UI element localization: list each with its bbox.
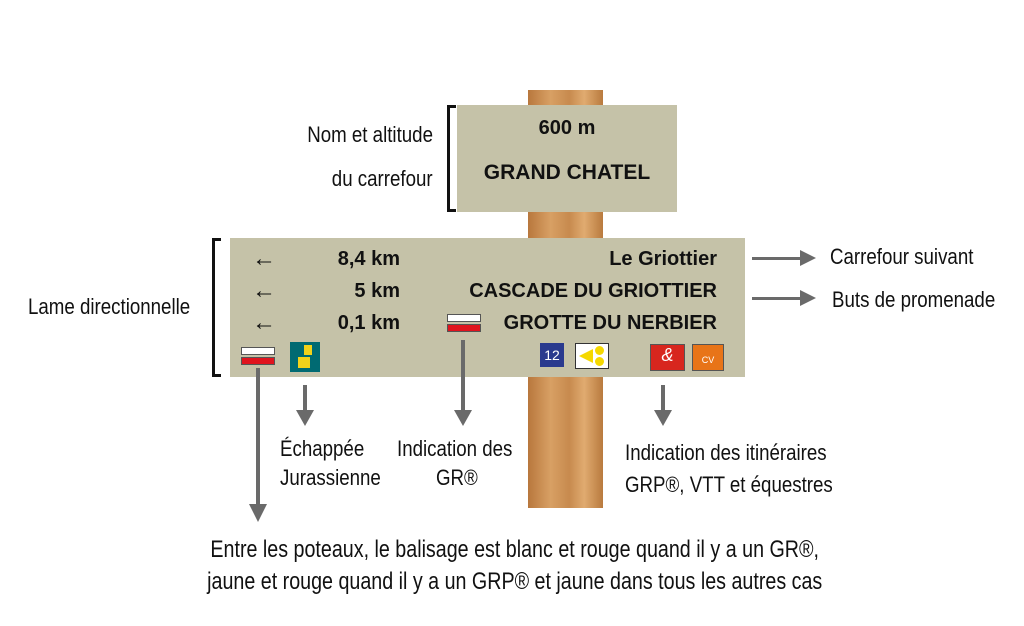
arrowhead [800, 250, 816, 266]
label-name: Nom et altitude [307, 122, 433, 147]
down-arrow-icon [461, 340, 465, 412]
altitude: 600 m [538, 117, 596, 139]
label-next: Carrefour suivant [830, 244, 974, 269]
label-gr: Indication des [397, 436, 513, 461]
right-arrow-icon [752, 257, 802, 260]
bracket [212, 238, 221, 377]
down-arrow-icon [661, 385, 665, 412]
arrowhead [249, 504, 267, 522]
label-blade: Lame directionnelle [28, 294, 191, 319]
echappee-jurassienne-icon [290, 342, 320, 372]
footer-line-1: Entre les poteaux, le balisage est blanc… [210, 536, 819, 563]
destination: CASCADE DU GRIOTTIER [469, 280, 717, 302]
yellow-trail-icon [575, 343, 609, 369]
label-echappee: Échappée [280, 436, 365, 461]
bracket [447, 105, 456, 212]
left-arrow-icon: ← [252, 245, 276, 272]
arrowhead [654, 410, 672, 426]
label-echappee-2: Jurassienne [280, 465, 381, 490]
distance: 0,1 km [337, 312, 400, 334]
destination: GROTTE DU NERBIER [503, 312, 717, 334]
label-goals: Buts de promenade [832, 287, 996, 312]
distance: 5 km [354, 280, 400, 302]
junction-sign: 600 m GRAND CHATEL [457, 105, 677, 212]
down-arrow-icon [303, 385, 307, 412]
left-arrow-icon: ← [252, 277, 276, 304]
arrowhead [296, 410, 314, 426]
label-itineraries: Indication des itinéraires [625, 440, 827, 465]
arrowhead [454, 410, 472, 426]
equestrian-red-icon: & [650, 344, 685, 371]
label-gr-2: GR® [436, 465, 478, 490]
arrowhead [800, 290, 816, 306]
footer-line-2: jaune et rouge quand il y a un GRP® et j… [207, 568, 823, 595]
junction-name: GRAND CHATEL [483, 161, 651, 184]
right-arrow-icon [752, 297, 802, 300]
left-arrow-icon: ← [252, 309, 276, 336]
label-name-2: du carrefour [332, 166, 433, 191]
gr-mark-icon [241, 347, 275, 365]
distance: 8,4 km [337, 248, 400, 270]
destination: Le Griottier [609, 248, 717, 270]
label-itineraries-2: GRP®, VTT et équestres [625, 472, 833, 497]
vtt-number-icon: 12 [540, 343, 564, 367]
gr-mark-icon [447, 314, 481, 332]
down-arrow-icon [256, 368, 260, 506]
horse-orange-icon: CV [692, 344, 724, 371]
